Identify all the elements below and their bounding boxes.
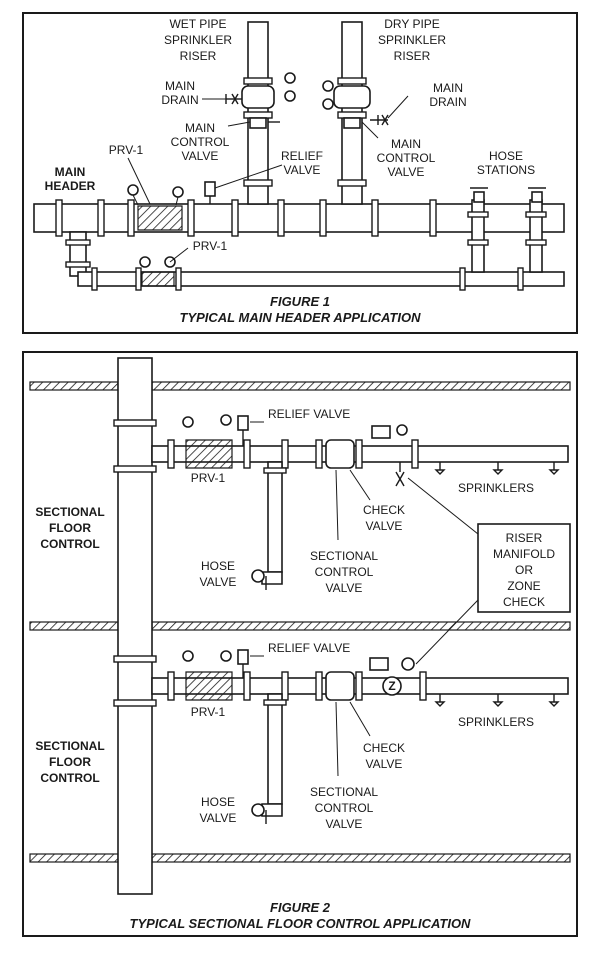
main-riser — [113, 357, 157, 895]
prv-header-valve — [127, 184, 184, 231]
riser-manifold-label-4: ZONE — [507, 579, 540, 593]
lower-sectional-control-label-3: VALVE — [326, 817, 363, 831]
main-drain-left-label-2: DRAIN — [161, 93, 198, 107]
figure-2-leaders — [250, 421, 479, 777]
upper-sprinkler-heads — [434, 462, 560, 475]
figure-2-caption-number: FIGURE 2 — [270, 900, 331, 915]
main-drain-right-label-1: MAIN — [433, 81, 463, 95]
upper-sectional-control-label-1: SECTIONAL — [310, 549, 378, 563]
upper-sectional-control-label-3: VALVE — [326, 581, 363, 595]
upper-sectional-floor-label-2: FLOOR — [49, 521, 91, 535]
lower-hose-valve-label-2: VALVE — [200, 811, 237, 825]
figure-1: WET PIPE SPRINKLER RISER DRY PIPE SPRINK… — [22, 12, 578, 334]
main-drain-right-label-2: DRAIN — [429, 95, 466, 109]
main-drain-left-label-1: MAIN — [165, 79, 195, 93]
main-control-left-label-3: VALVE — [182, 149, 219, 163]
hose-stations — [467, 187, 547, 273]
main-header-label-1: MAIN — [55, 165, 86, 179]
prv-top-label: PRV-1 — [109, 143, 144, 157]
lower-sectional-control-label-2: CONTROL — [315, 801, 374, 815]
upper-sectional-floor-label-1: SECTIONAL — [35, 505, 104, 519]
lower-check-valve-label-1: CHECK — [363, 741, 405, 755]
upper-hose-valve-label-2: VALVE — [200, 575, 237, 589]
main-header-label-2: HEADER — [45, 179, 96, 193]
wet-riser-label-2: SPRINKLER — [164, 33, 232, 47]
dry-riser-label-1: DRY PIPE — [384, 17, 440, 31]
upper-sprinklers-label: SPRINKLERS — [458, 481, 534, 495]
lower-sectional-floor-label-3: CONTROL — [40, 771, 99, 785]
riser-manifold-label-3: OR — [515, 563, 533, 577]
dry-riser-label-2: SPRINKLER — [378, 33, 446, 47]
riser-manifold-label-2: MANIFOLD — [493, 547, 555, 561]
lower-check-valve-label-2: VALVE — [366, 757, 403, 771]
main-control-right-label-3: VALVE — [388, 165, 425, 179]
lower-hose-valve-label-1: HOSE — [201, 795, 235, 809]
prv-bottom-label: PRV-1 — [193, 239, 228, 253]
figure-1-caption-title: TYPICAL MAIN HEADER APPLICATION — [180, 310, 422, 325]
lower-sprinklers-label: SPRINKLERS — [458, 715, 534, 729]
relief-valve-label-2: VALVE — [284, 163, 321, 177]
upper-sectional-control-label-2: CONTROL — [315, 565, 374, 579]
figure-1-leaders — [127, 95, 409, 263]
upper-floor-branch — [151, 414, 569, 590]
relief-valve-label-1: RELIEF — [281, 149, 323, 163]
bypass-pipe — [77, 267, 565, 291]
zone-check-glyph: Z — [388, 679, 395, 693]
lower-sectional-floor-label-1: SECTIONAL — [35, 739, 104, 753]
riser-manifold-box: RISER MANIFOLD OR ZONE CHECK — [477, 523, 571, 613]
upper-hose-valve-label-1: HOSE — [201, 559, 235, 573]
dry-pipe-riser — [322, 21, 389, 205]
relief-valve-fig1 — [204, 181, 216, 204]
lower-prv-label: PRV-1 — [191, 705, 226, 719]
figure-2: Z RISER MANIFOLD OR ZONE CHECK — [22, 351, 578, 937]
lower-relief-valve-label: RELIEF VALVE — [268, 641, 350, 655]
lower-sprinkler-heads — [434, 694, 560, 707]
hose-stations-label-2: STATIONS — [477, 163, 535, 177]
main-control-right-label-2: CONTROL — [377, 151, 436, 165]
upper-sectional-floor-label-3: CONTROL — [40, 537, 99, 551]
figure-1-frame — [22, 12, 578, 334]
upper-prv-label: PRV-1 — [191, 471, 226, 485]
upper-check-valve-label-1: CHECK — [363, 503, 405, 517]
lower-sectional-control-label-1: SECTIONAL — [310, 785, 378, 799]
upper-check-valve-label-2: VALVE — [366, 519, 403, 533]
wet-riser-label-3: RISER — [180, 49, 217, 63]
wet-pipe-riser — [225, 21, 296, 205]
upper-relief-valve-label: RELIEF VALVE — [268, 407, 350, 421]
prv-bypass-valve — [139, 256, 176, 287]
hose-stations-label-1: HOSE — [489, 149, 523, 163]
main-control-right-label-1: MAIN — [391, 137, 421, 151]
lower-sectional-floor-label-2: FLOOR — [49, 755, 91, 769]
wet-riser-label-1: WET PIPE — [169, 17, 226, 31]
lower-floor-branch: Z — [151, 649, 569, 824]
figure-2-caption-title: TYPICAL SECTIONAL FLOOR CONTROL APPLICAT… — [130, 916, 472, 931]
main-control-left-label-2: CONTROL — [171, 135, 230, 149]
floor-slabs — [29, 381, 571, 863]
figure-1-labels: WET PIPE SPRINKLER RISER DRY PIPE SPRINK… — [45, 17, 535, 253]
figure-1-caption-number: FIGURE 1 — [270, 294, 330, 309]
riser-manifold-label-5: CHECK — [503, 595, 545, 609]
riser-manifold-label-1: RISER — [506, 531, 543, 545]
figure-2-lower-labels: RELIEF VALVE PRV-1 SPRINKLERS CHECK VALV… — [35, 641, 534, 831]
figure-2-frame — [22, 351, 578, 937]
figure-2-upper-labels: RELIEF VALVE PRV-1 SPRINKLERS CHECK VALV… — [35, 407, 534, 595]
main-control-left-label-1: MAIN — [185, 121, 215, 135]
bypass-elbow — [65, 231, 91, 277]
dry-riser-label-3: RISER — [394, 49, 431, 63]
